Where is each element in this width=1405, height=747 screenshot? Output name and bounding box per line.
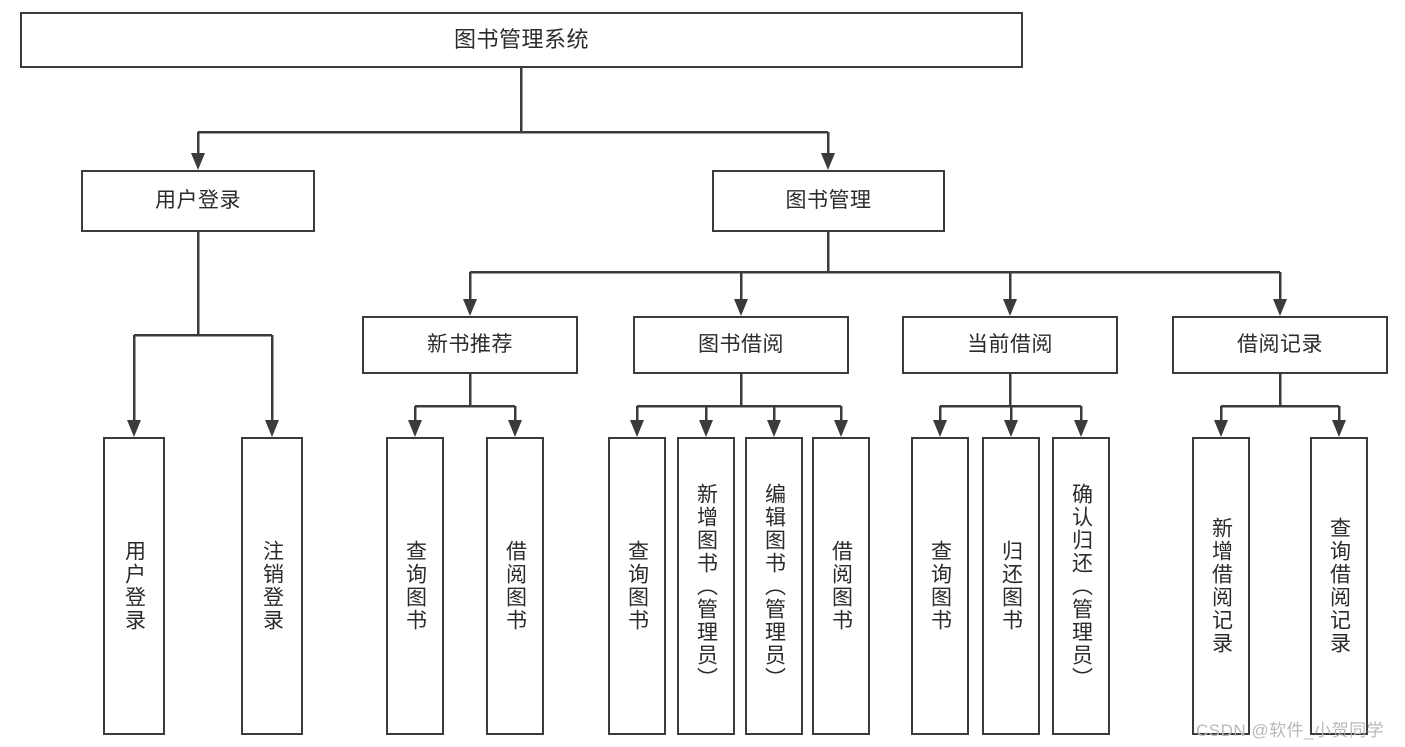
node-leaf-borrow-edit[interactable]: 编辑图书（管理员） [745, 437, 803, 735]
arrow-head-icon [834, 420, 848, 437]
node-label: 借阅图书 [829, 540, 853, 632]
node-leaf-user-login[interactable]: 用户登录 [103, 437, 165, 735]
arrow-head-icon [1273, 299, 1287, 316]
arrow-head-icon [1214, 420, 1228, 437]
node-label: 借阅图书 [503, 540, 527, 632]
node-label: 查询图书 [403, 540, 427, 632]
node-leaf-new-borrow[interactable]: 借阅图书 [486, 437, 544, 735]
csdn-watermark: CSDN @软件_小贺同学 [1196, 721, 1385, 740]
node-leaf-cur-return[interactable]: 归还图书 [982, 437, 1040, 735]
node-label: 确认归还（管理员） [1069, 482, 1093, 690]
node-root[interactable]: 图书管理系统 [20, 12, 1023, 68]
arrow-head-icon [933, 420, 947, 437]
node-leaf-user-logout[interactable]: 注销登录 [241, 437, 303, 735]
arrow-head-icon [508, 420, 522, 437]
node-label: 归还图书 [999, 540, 1023, 632]
node-login[interactable]: 用户登录 [81, 170, 315, 232]
node-label: 编辑图书（管理员） [762, 482, 786, 690]
arrow-head-icon [265, 420, 279, 437]
node-leaf-rec-add[interactable]: 新增借阅记录 [1192, 437, 1250, 735]
arrow-head-icon [1332, 420, 1346, 437]
arrow-head-icon [1074, 420, 1088, 437]
node-borrow[interactable]: 图书借阅 [633, 316, 849, 374]
arrow-head-icon [1003, 299, 1017, 316]
node-label: 查询图书 [625, 540, 649, 632]
arrow-head-icon [630, 420, 644, 437]
node-leaf-borrow-add[interactable]: 新增图书（管理员） [677, 437, 735, 735]
node-label: 图书管理 [785, 189, 872, 213]
node-records[interactable]: 借阅记录 [1172, 316, 1388, 374]
arrow-head-icon [463, 299, 477, 316]
node-label: 借阅记录 [1237, 333, 1323, 357]
node-label: 用户登录 [155, 189, 241, 213]
arrow-head-icon [191, 153, 205, 170]
node-leaf-borrow-do[interactable]: 借阅图书 [812, 437, 870, 735]
node-bookmgmt[interactable]: 图书管理 [712, 170, 945, 232]
node-newbook[interactable]: 新书推荐 [362, 316, 578, 374]
arrow-head-icon [127, 420, 141, 437]
node-label: 图书管理系统 [453, 26, 589, 52]
node-label: 用户登录 [122, 540, 146, 632]
node-leaf-cur-confirm[interactable]: 确认归还（管理员） [1052, 437, 1110, 735]
arrow-head-icon [408, 420, 422, 437]
arrow-head-icon [767, 420, 781, 437]
node-leaf-new-query[interactable]: 查询图书 [386, 437, 444, 735]
arrow-head-icon [821, 153, 835, 170]
arrow-head-icon [1004, 420, 1018, 437]
node-leaf-rec-query[interactable]: 查询借阅记录 [1310, 437, 1368, 735]
arrow-head-icon [699, 420, 713, 437]
node-label: 图书借阅 [698, 333, 784, 357]
node-label: 新增借阅记录 [1209, 517, 1233, 655]
node-label: 新书推荐 [427, 333, 513, 357]
node-leaf-borrow-query[interactable]: 查询图书 [608, 437, 666, 735]
node-current[interactable]: 当前借阅 [902, 316, 1118, 374]
node-label: 当前借阅 [967, 333, 1053, 357]
node-label: 注销登录 [260, 540, 284, 632]
node-label: 查询图书 [928, 540, 952, 632]
arrow-head-icon [734, 299, 748, 316]
node-label: 查询借阅记录 [1327, 517, 1351, 655]
node-leaf-cur-query[interactable]: 查询图书 [911, 437, 969, 735]
node-label: 新增图书（管理员） [694, 482, 718, 690]
